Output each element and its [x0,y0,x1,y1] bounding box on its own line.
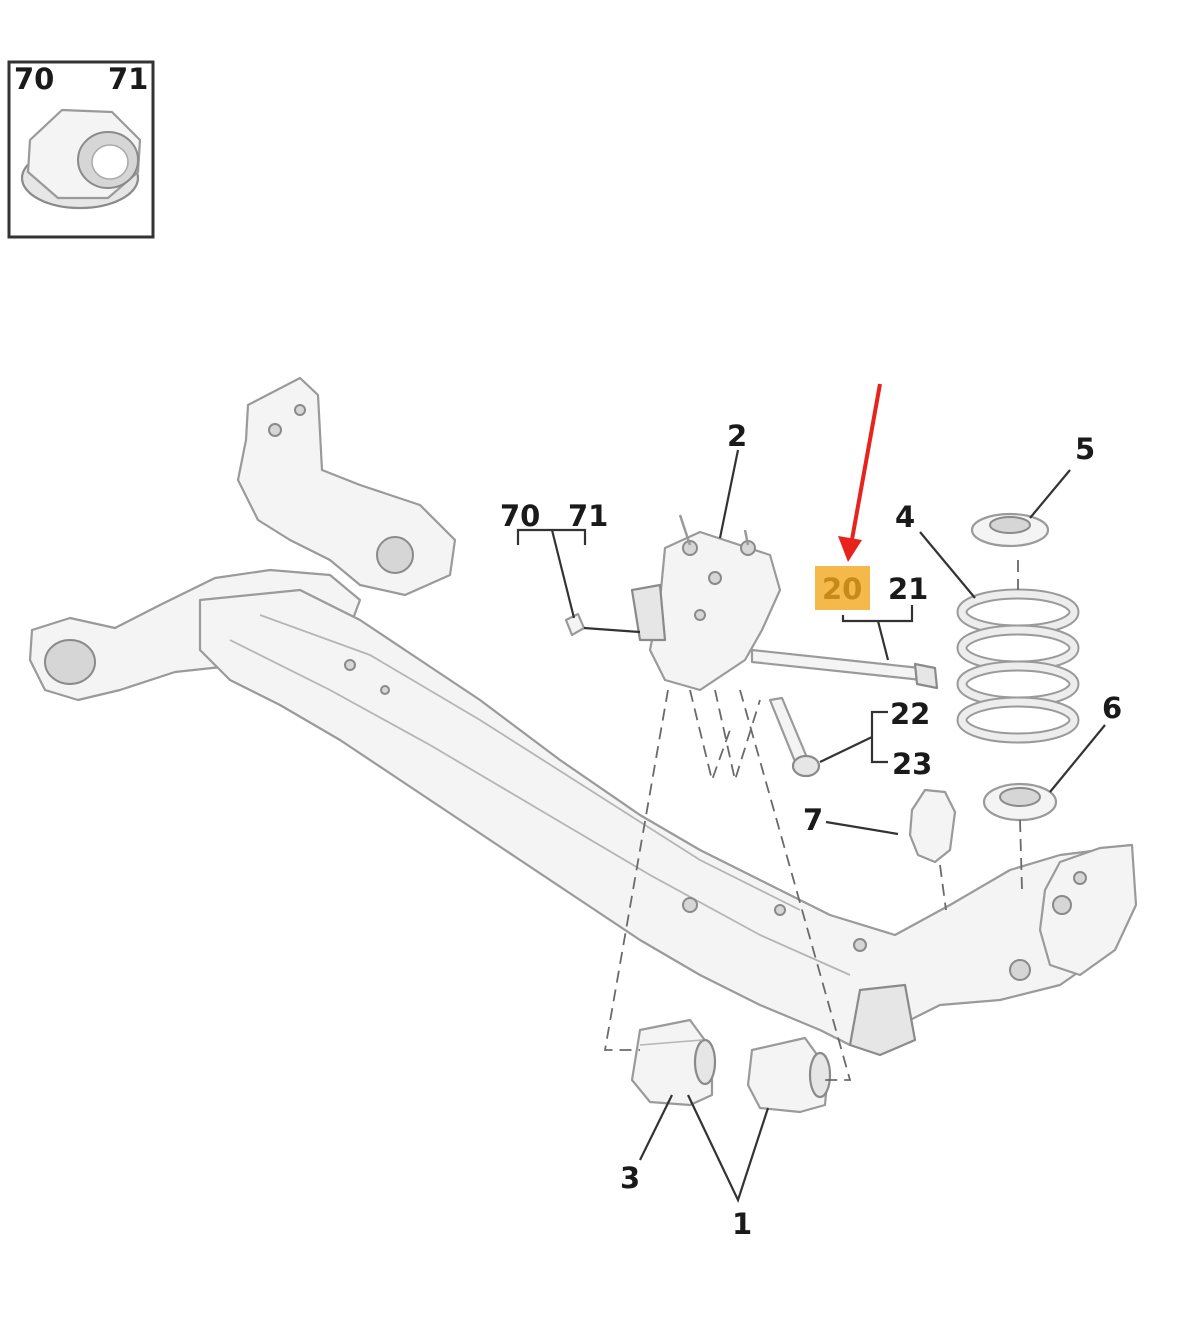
callout-3: 3 [620,1161,640,1195]
bolt-part-22-23 [768,696,821,778]
callout-labels: 70 71 2 20 21 4 5 22 23 6 7 3 1 [500,419,1122,1241]
inset-label-70: 70 [14,62,54,96]
callout-23: 23 [892,747,932,781]
inset-nut-detail: 70 71 [7,60,155,239]
bush-part-1 [746,1036,832,1114]
callout-7: 7 [803,803,823,837]
inset-frame [7,60,155,239]
callout-5: 5 [1075,432,1095,466]
inset-label-71: 71 [108,62,148,96]
spring-top-seat-part-5 [970,512,1050,548]
callout-2: 2 [727,419,747,453]
callout-4: 4 [895,500,915,534]
assembly-dashed-lines [603,560,1023,1081]
callout-21: 21 [888,572,928,606]
callout-70: 70 [500,499,540,533]
callout-22: 22 [890,697,930,731]
mounting-bracket-part-2 [630,514,782,692]
callout-71: 71 [568,499,608,533]
leader-lines [516,449,1106,1203]
callout-6: 6 [1102,691,1122,725]
spring-lower-seat-part-6 [982,782,1058,822]
red-arrow-icon [838,383,882,562]
highlight-box-20 [815,566,870,610]
bump-stop-part-7 [908,788,957,864]
rear-subframe [28,376,1138,1057]
coil-spring-part-4 [956,588,1080,744]
flange-nut-icon [20,108,142,210]
bush-part-3 [630,1018,717,1107]
callout-20: 20 [822,572,862,606]
small-nut-part-70-71 [564,612,641,637]
callout-1: 1 [732,1207,752,1241]
bolt-part-20-21 [750,648,939,690]
